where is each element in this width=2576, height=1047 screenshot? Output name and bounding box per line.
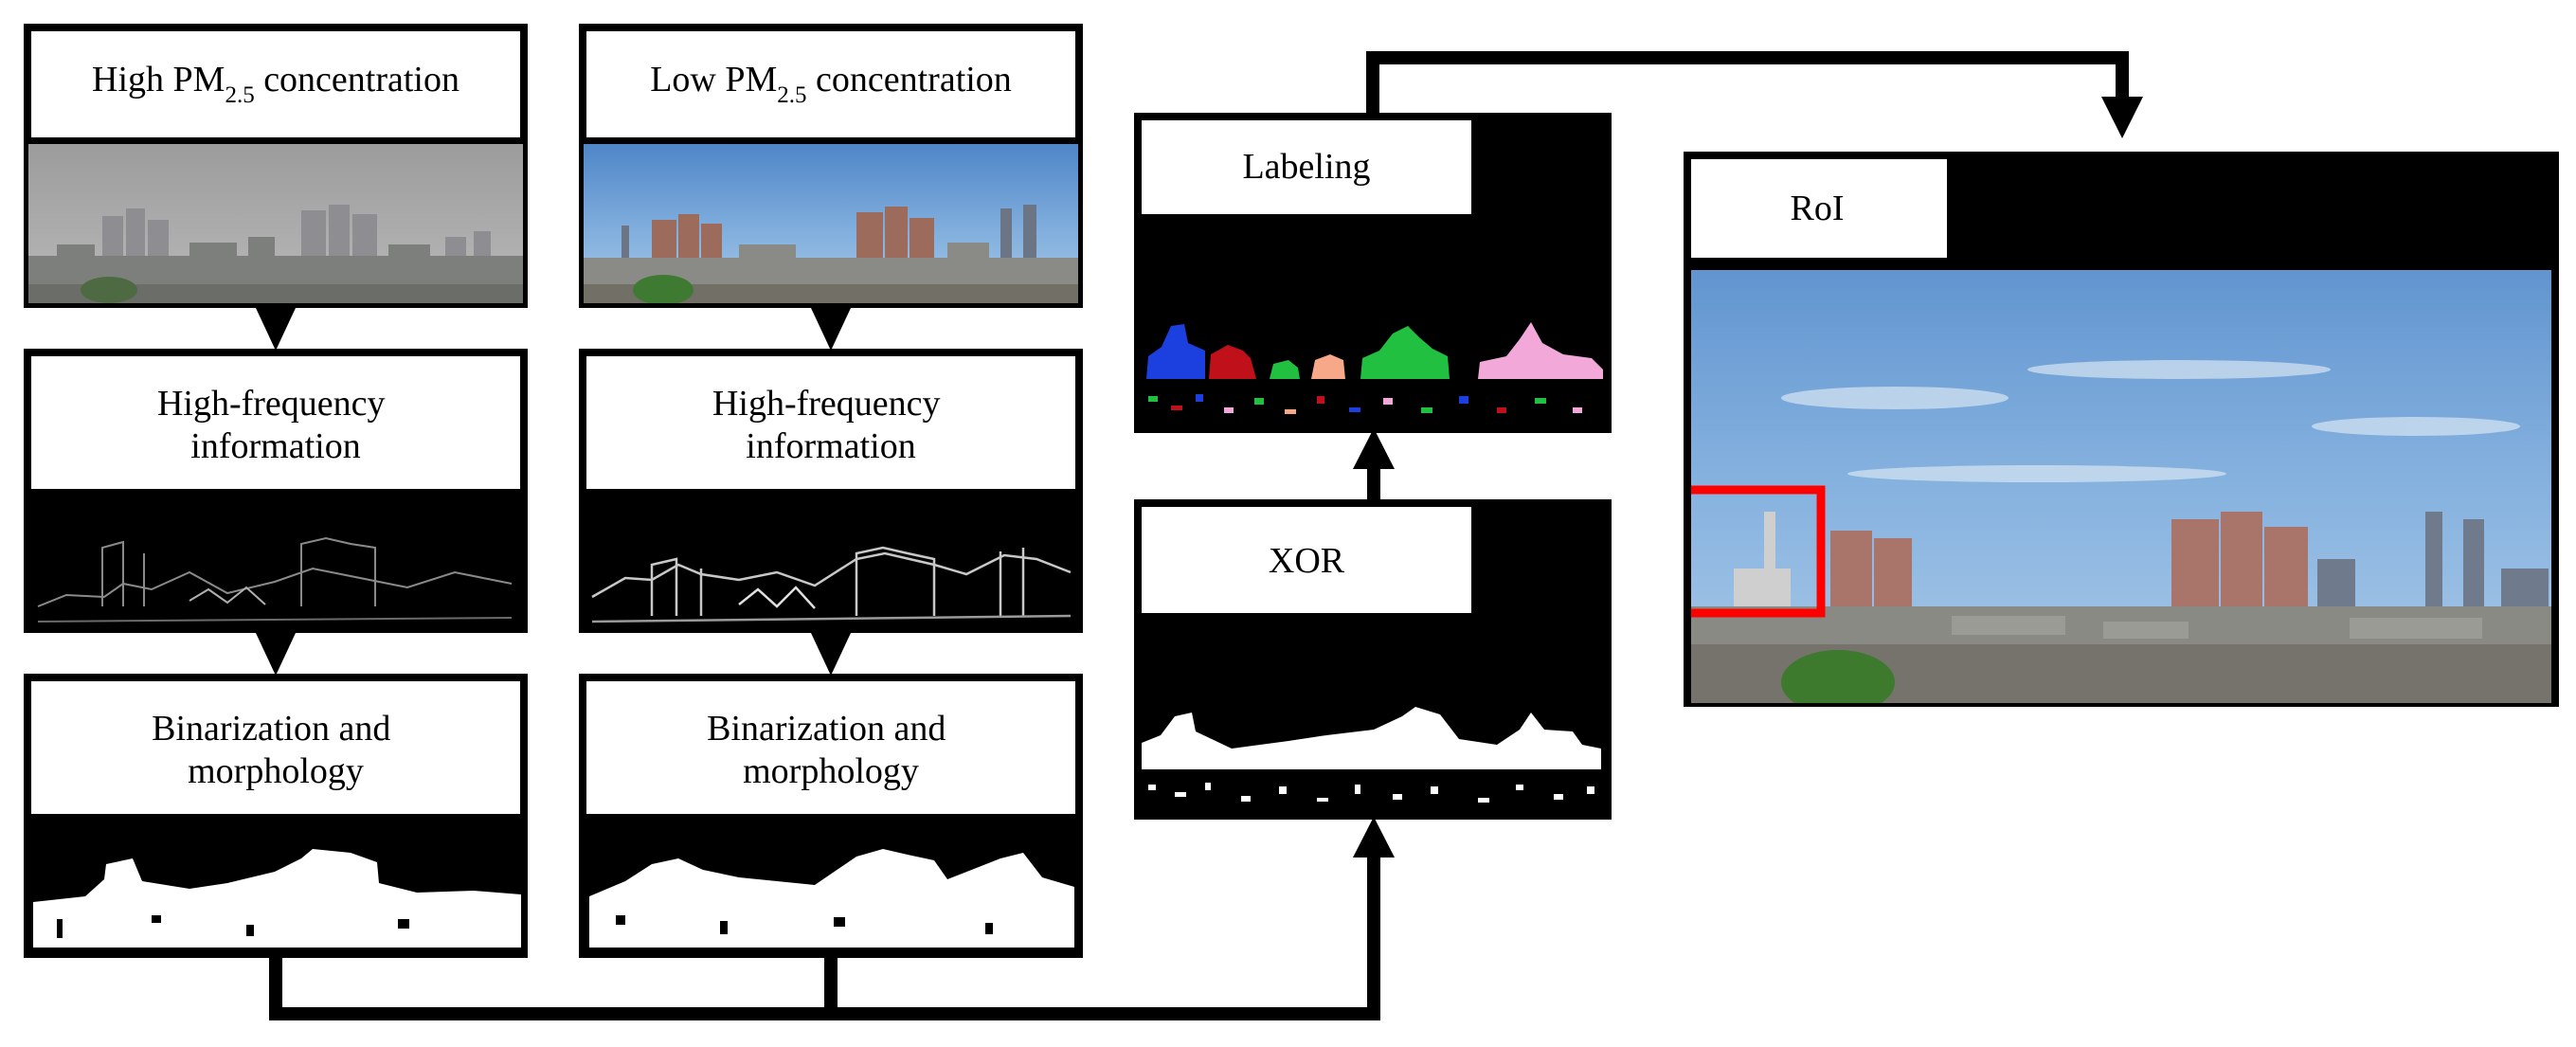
svg-text:High-frequency informa: High-frequency information xyxy=(712,384,949,466)
low-hf-label-line2: information xyxy=(746,426,915,466)
low-pm-column: Low PM2.5 concentration High-frequency i… xyxy=(579,24,1083,958)
low-bin-label-line2: morphology xyxy=(743,751,919,791)
low-pm-title-main: Low PM xyxy=(650,60,777,99)
arrow-into-xor xyxy=(1353,817,1395,857)
arrow-hf-to-bin-high xyxy=(256,633,296,676)
low-pm-title-rest: concentration xyxy=(807,60,1012,99)
high-pm-title-panel: High PM2.5 concentration xyxy=(24,24,528,308)
low-hf-label-line1: High-frequency xyxy=(712,384,941,424)
svg-text:Low PM2.5 concentration: Low PM2.5 concentration xyxy=(650,60,1012,108)
high-hf-edge-image xyxy=(37,536,513,623)
low-bin-image xyxy=(589,849,1074,948)
labeling-label: Labeling xyxy=(1242,147,1370,187)
labeling-panel: Labeling xyxy=(1134,113,1612,433)
svg-text:Binarization and morph: Binarization and morphology xyxy=(707,709,955,791)
low-hf-panel: High-frequency information xyxy=(579,349,1083,633)
connector-bin-to-xor xyxy=(269,855,1380,1020)
high-bin-panel: Binarization and morphology xyxy=(24,674,528,958)
xor-label: XOR xyxy=(1269,541,1345,581)
roi-marker xyxy=(1691,485,1826,618)
low-bin-label-line1: Binarization and xyxy=(707,709,946,749)
svg-text:High-frequency informa: High-frequency information xyxy=(157,384,394,466)
arrow-high-to-hf xyxy=(256,308,296,351)
low-pm-title-panel: Low PM2.5 concentration xyxy=(579,24,1083,308)
connector-labeling-to-roi xyxy=(1366,51,2129,114)
connector-xor-to-labeling xyxy=(1367,466,1380,500)
high-pm-title-sub: 2.5 xyxy=(225,82,254,108)
high-bin-image xyxy=(33,849,521,948)
arrow-low-to-hf xyxy=(811,308,851,351)
xor-image xyxy=(1142,707,1601,803)
high-pm-title-main: High PM xyxy=(92,60,225,99)
high-pm-photo xyxy=(28,144,523,303)
arrow-into-roi xyxy=(2101,97,2143,138)
high-pm-column: High PM2.5 concentration High-frequency … xyxy=(24,24,528,958)
arrow-into-labeling xyxy=(1353,428,1395,469)
high-bin-label-line2: morphology xyxy=(188,751,364,791)
low-pm-photo xyxy=(584,144,1078,303)
svg-text:High PM2.5 concentration: High PM2.5 concentration xyxy=(92,60,459,108)
low-bin-panel: Binarization and morphology xyxy=(579,674,1083,958)
roi-label: RoI xyxy=(1791,189,1845,228)
roi-panel: RoI xyxy=(1684,152,2559,707)
high-hf-label-line2: information xyxy=(190,426,360,466)
labeling-image xyxy=(1146,322,1603,414)
low-pm-title-sub: 2.5 xyxy=(777,82,806,108)
low-hf-edge-image xyxy=(591,546,1072,623)
high-hf-label-line1: High-frequency xyxy=(157,384,386,424)
high-pm-title-rest: concentration xyxy=(255,60,459,99)
xor-panel: XOR xyxy=(1134,499,1612,820)
arrow-hf-to-bin-low xyxy=(811,633,851,676)
svg-text:Binarization and morph: Binarization and morphology xyxy=(152,709,400,791)
high-hf-panel: High-frequency information xyxy=(24,349,528,633)
high-bin-label-line1: Binarization and xyxy=(152,709,390,749)
roi-photo xyxy=(1691,270,2551,703)
